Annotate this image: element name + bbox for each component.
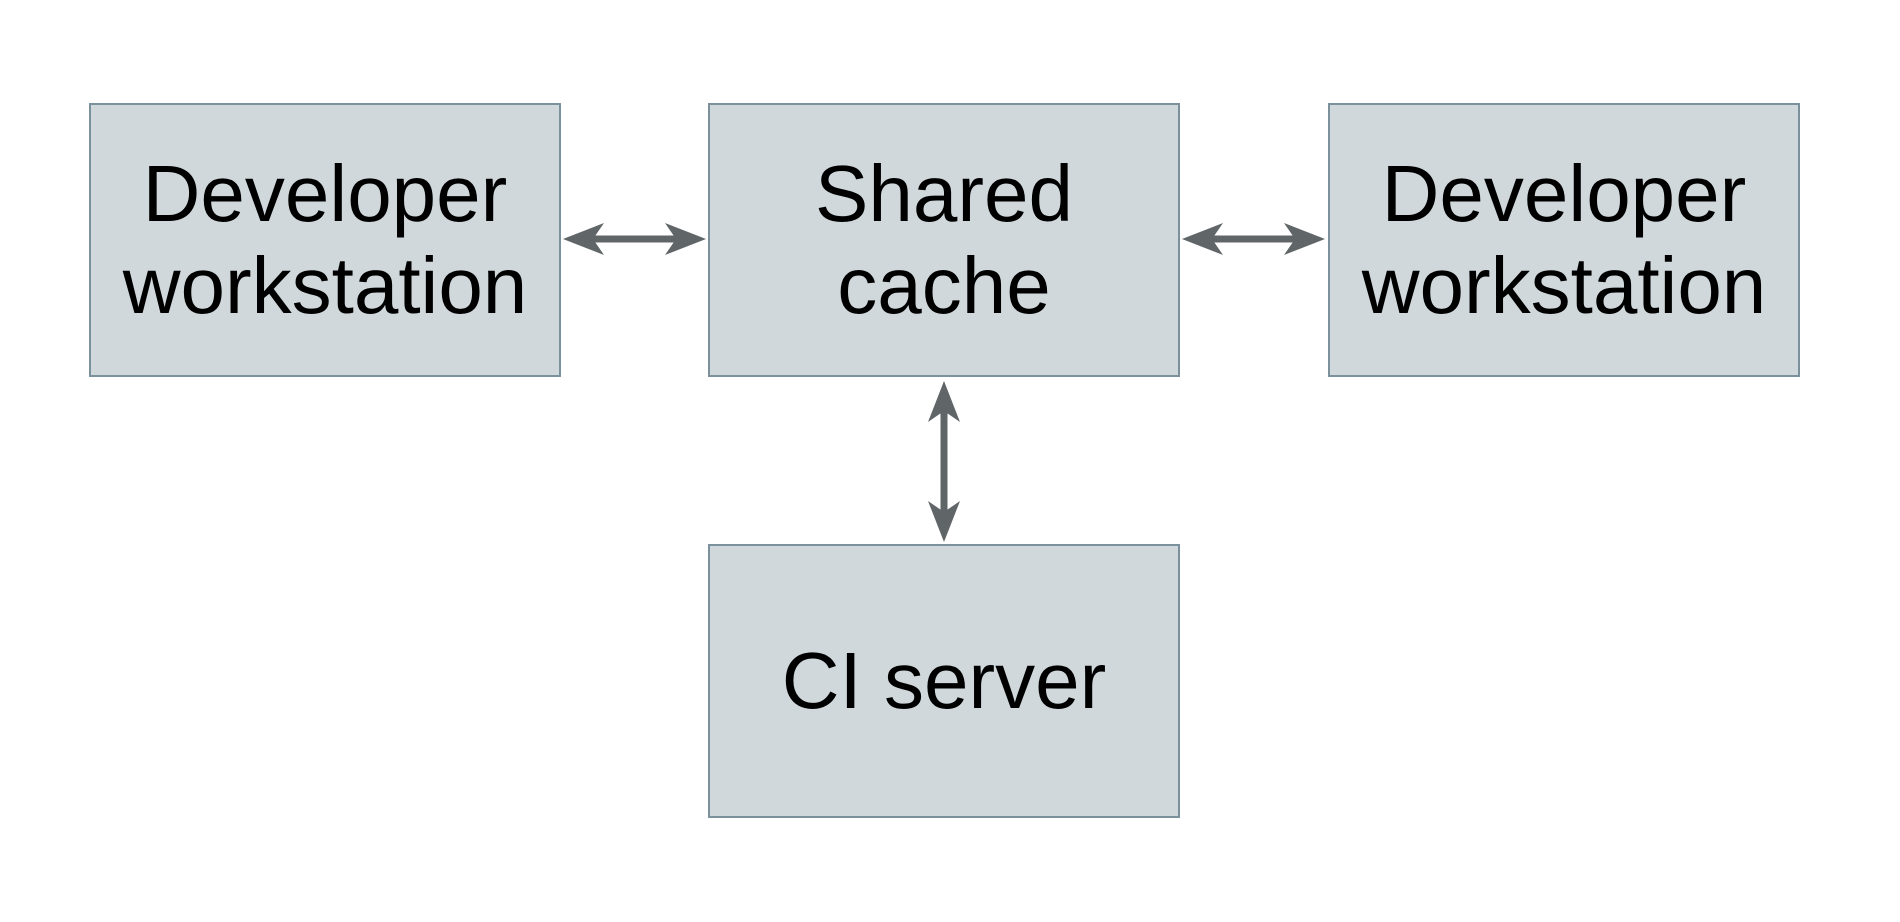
node-developer-workstation-right: Developer workstation <box>1328 103 1800 377</box>
node-label: Developer workstation <box>122 149 528 330</box>
node-label: Developer workstation <box>1361 149 1767 330</box>
bidirectional-arrow-icon <box>1181 222 1326 256</box>
node-label: Shared cache <box>815 149 1073 330</box>
bidirectional-arrow-icon <box>562 222 707 256</box>
node-developer-workstation-left: Developer workstation <box>89 103 561 377</box>
node-ci-server: CI server <box>708 544 1180 818</box>
node-label: CI server <box>781 636 1107 725</box>
node-shared-cache: Shared cache <box>708 103 1180 377</box>
bidirectional-arrow-icon <box>927 380 961 543</box>
